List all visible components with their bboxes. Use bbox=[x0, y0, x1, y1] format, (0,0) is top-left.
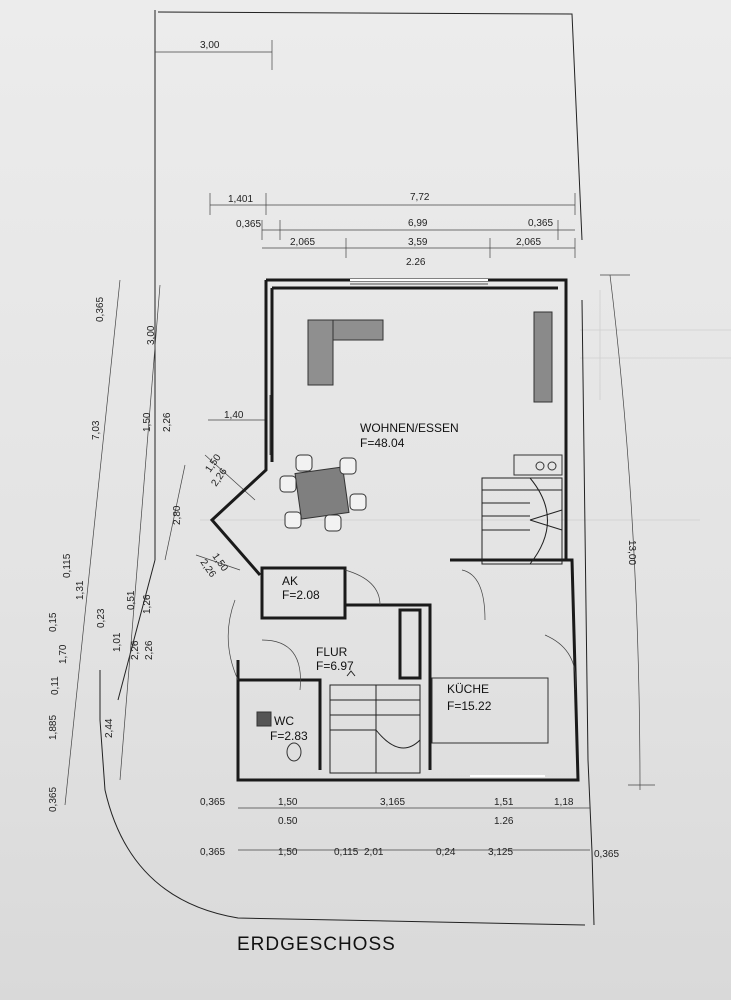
walls bbox=[209, 278, 580, 782]
dim-bottom3-7: 0,365 bbox=[594, 849, 619, 860]
room-area-wohnen: F=48.04 bbox=[360, 436, 405, 450]
dim-bottom3-4: 2,01 bbox=[364, 847, 384, 858]
property-boundary bbox=[99, 10, 595, 926]
room-area-flur: F=6.97 bbox=[316, 659, 354, 673]
dim-left-6: 1,40 bbox=[224, 410, 244, 421]
dim-left-21: 2,26 bbox=[144, 640, 155, 660]
room-label-ak: AK bbox=[282, 574, 298, 588]
dim-left-13: 1,31 bbox=[75, 580, 86, 600]
dim-top-8: 3,59 bbox=[408, 237, 428, 248]
dim-left-25: 0,365 bbox=[48, 787, 59, 812]
door-swings bbox=[227, 569, 576, 691]
dim-left-15: 0,23 bbox=[96, 608, 107, 628]
kitchen-counter bbox=[431, 454, 563, 744]
staircase-upper bbox=[481, 477, 563, 565]
dining-table bbox=[279, 454, 367, 532]
room-label-wc: WC bbox=[274, 714, 294, 728]
dim-left-5: 2,26 bbox=[162, 412, 173, 432]
sofa bbox=[307, 319, 384, 386]
room-label-flur: FLUR bbox=[316, 645, 348, 659]
dim-left-17: 1,26 bbox=[142, 594, 153, 614]
dim-bottom3-2: 1,50 bbox=[278, 847, 298, 858]
dim-bottom1-2: 1,50 bbox=[278, 797, 298, 808]
dim-left-19: 1,01 bbox=[112, 632, 123, 652]
dim-right-1: 13,00 bbox=[626, 540, 637, 565]
dim-left-23: 1,885 bbox=[48, 715, 59, 740]
dim-top-10: 2.26 bbox=[406, 257, 426, 268]
dim-bottom3-5: 0,24 bbox=[436, 847, 456, 858]
dim-left-20: 2,26 bbox=[130, 640, 141, 660]
dim-left-4: 1,50 bbox=[142, 412, 153, 432]
wc-toilet bbox=[256, 711, 302, 762]
dim-top-7: 2,065 bbox=[290, 237, 315, 248]
dim-top-1: 3,00 bbox=[200, 40, 220, 51]
room-area-kueche: F=15.22 bbox=[447, 699, 492, 713]
dim-top-9: 2,065 bbox=[516, 237, 541, 248]
dim-left-18: 1,70 bbox=[58, 644, 69, 664]
dim-left-24: 2,44 bbox=[104, 718, 115, 738]
room-area-ak: F=2.08 bbox=[282, 588, 320, 602]
dim-left-1: 0,365 bbox=[95, 297, 106, 322]
room-label-wohnen: WOHNEN/ESSEN bbox=[360, 421, 459, 435]
dim-top-2: 1,401 bbox=[228, 194, 253, 205]
dim-left-12: 0,115 bbox=[62, 553, 73, 578]
dim-top-3: 7,72 bbox=[410, 192, 430, 203]
dim-bottom3-6: 3,125 bbox=[488, 847, 513, 858]
room-area-wc: F=2.83 bbox=[270, 729, 308, 743]
dim-bottom1-3: 3,165 bbox=[380, 797, 405, 808]
dim-bottom1-1: 0,365 bbox=[200, 797, 225, 808]
sideboard bbox=[533, 311, 553, 403]
dimension-lines-side bbox=[64, 274, 655, 851]
plan-title: ERDGESCHOSS bbox=[237, 934, 396, 955]
background-lines bbox=[200, 290, 731, 521]
dim-left-22: 0,11 bbox=[50, 676, 61, 695]
dim-left-9: 2,80 bbox=[172, 505, 183, 525]
staircase-lower bbox=[329, 670, 421, 774]
dim-top-6: 0,365 bbox=[528, 218, 553, 229]
dim-left-3: 3,00 bbox=[146, 325, 157, 345]
dim-top-5: 6,99 bbox=[408, 218, 428, 229]
dim-left-14: 0,15 bbox=[48, 612, 59, 632]
dim-bottom2-2: 1.26 bbox=[494, 816, 514, 827]
dimension-lines-top bbox=[155, 40, 576, 258]
dim-left-16: 0,51 bbox=[126, 590, 137, 610]
dim-bottom1-4: 1,51 bbox=[494, 797, 514, 808]
dim-bottom1-5: 1,18 bbox=[554, 797, 574, 808]
dim-bottom3-3: 0,115 bbox=[334, 847, 359, 858]
room-label-kueche: KÜCHE bbox=[447, 682, 489, 696]
dim-left-2: 7,03 bbox=[91, 420, 102, 440]
dim-bottom3-1: 0,365 bbox=[200, 847, 225, 858]
dim-bottom2-1: 0.50 bbox=[278, 816, 298, 827]
dim-top-4: 0,365 bbox=[236, 219, 261, 230]
